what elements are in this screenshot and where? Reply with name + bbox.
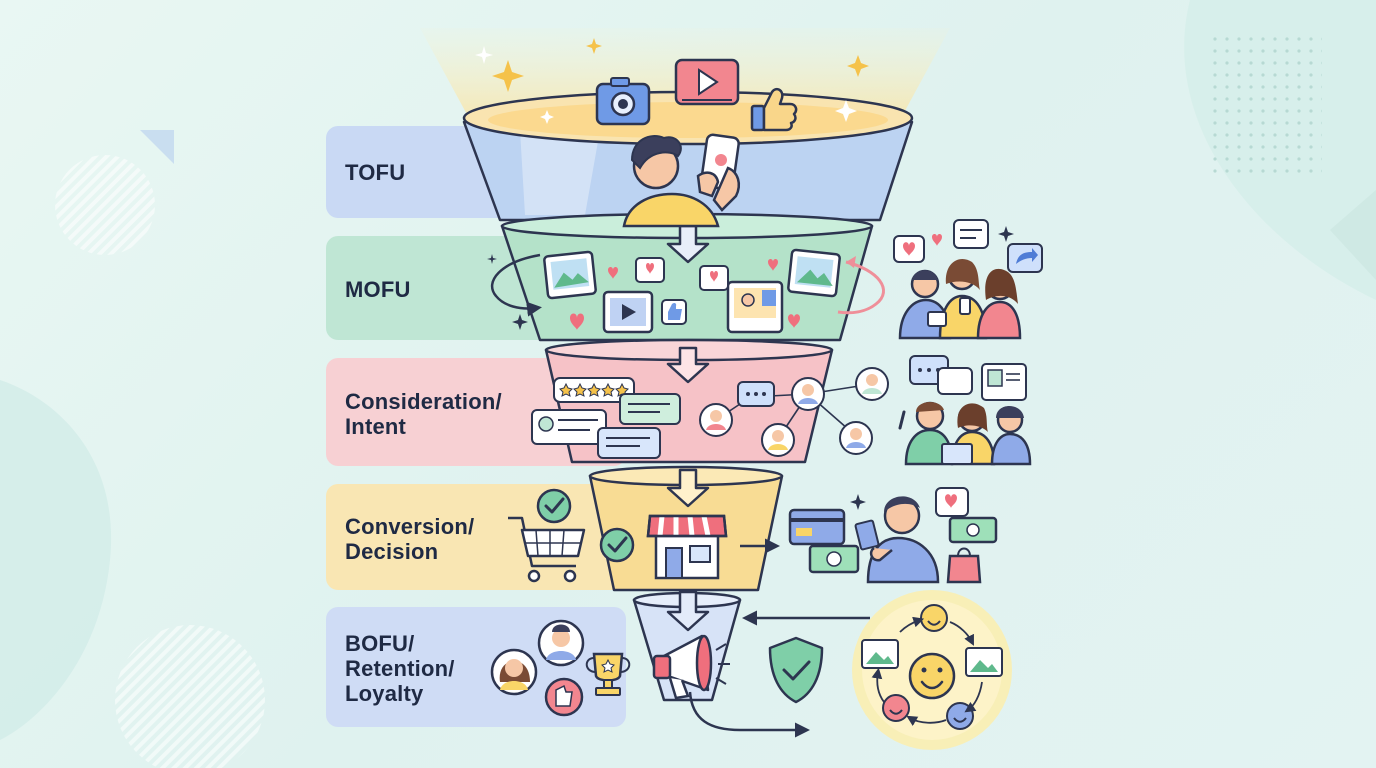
five-star-rating-icon: [553, 377, 635, 403]
heart-icon: [570, 259, 800, 330]
down-arrow-icon: [666, 468, 710, 508]
stage-label-bofu: BOFU/ Retention/ Loyalty: [345, 631, 455, 706]
video-play-icon: [674, 58, 740, 106]
person-with-phone-illustration: [622, 133, 740, 228]
thumbs-up-icon: [750, 87, 798, 132]
heart-icon: [932, 234, 942, 246]
stage-label-mofu: MOFU: [345, 277, 411, 302]
thumbs-up-icon: [544, 677, 584, 717]
chat-bubble-icon: [597, 427, 661, 459]
smiley-icon: [882, 694, 910, 722]
camera-icon: [595, 77, 651, 126]
thumbs-up-icon: [661, 299, 687, 325]
sparkle-icon: [512, 314, 528, 330]
storefront-icon: [646, 514, 728, 580]
down-arrow-icon: [666, 590, 710, 632]
avatar-icon: [490, 648, 538, 696]
chat-bubble-icon: [619, 393, 681, 425]
cycle-arrow-icon: [490, 253, 542, 317]
smiley-icon: [908, 652, 956, 700]
down-arrow-icon: [666, 346, 710, 384]
avatar-icon: [537, 619, 585, 667]
sparkle-icon: [475, 46, 857, 124]
review-card-icon: [531, 409, 607, 445]
stage-label-tofu: TOFU: [345, 160, 406, 185]
image-icon: [726, 280, 784, 334]
smiley-icon: [920, 604, 948, 632]
stage-label-conversion: Conversion/ Decision: [345, 514, 475, 564]
chat-bubble-icon: [699, 265, 729, 291]
chat-bubble-icon: [953, 219, 989, 249]
shopping-cart-icon: [508, 516, 586, 583]
discussion-group-illustration: [898, 355, 1032, 466]
customer-satisfaction-cycle: [852, 590, 1012, 750]
shopping-bag-icon: [946, 554, 982, 584]
video-play-icon: [602, 290, 654, 334]
megaphone-icon: [652, 634, 730, 700]
credit-card-icon: [788, 508, 846, 546]
trophy-icon: [585, 652, 631, 696]
laptop-icon: [941, 443, 973, 465]
social-group-illustration: [893, 219, 1043, 340]
check-circle-icon: [536, 488, 572, 524]
sparkle-icon: [492, 38, 869, 92]
arrow-icon: [688, 691, 810, 738]
image-icon: [543, 250, 597, 300]
image-icon: [787, 248, 841, 298]
network-avatars: [699, 367, 889, 457]
down-arrow-icon: [666, 224, 710, 264]
chat-bubble-icon: [635, 257, 665, 283]
shield-check-icon: [768, 636, 824, 704]
check-circle-icon: [599, 527, 635, 563]
smiley-icon: [946, 702, 974, 730]
payment-illustration: [788, 487, 998, 584]
stage-label-consideration: Consideration/ Intent: [345, 389, 502, 439]
